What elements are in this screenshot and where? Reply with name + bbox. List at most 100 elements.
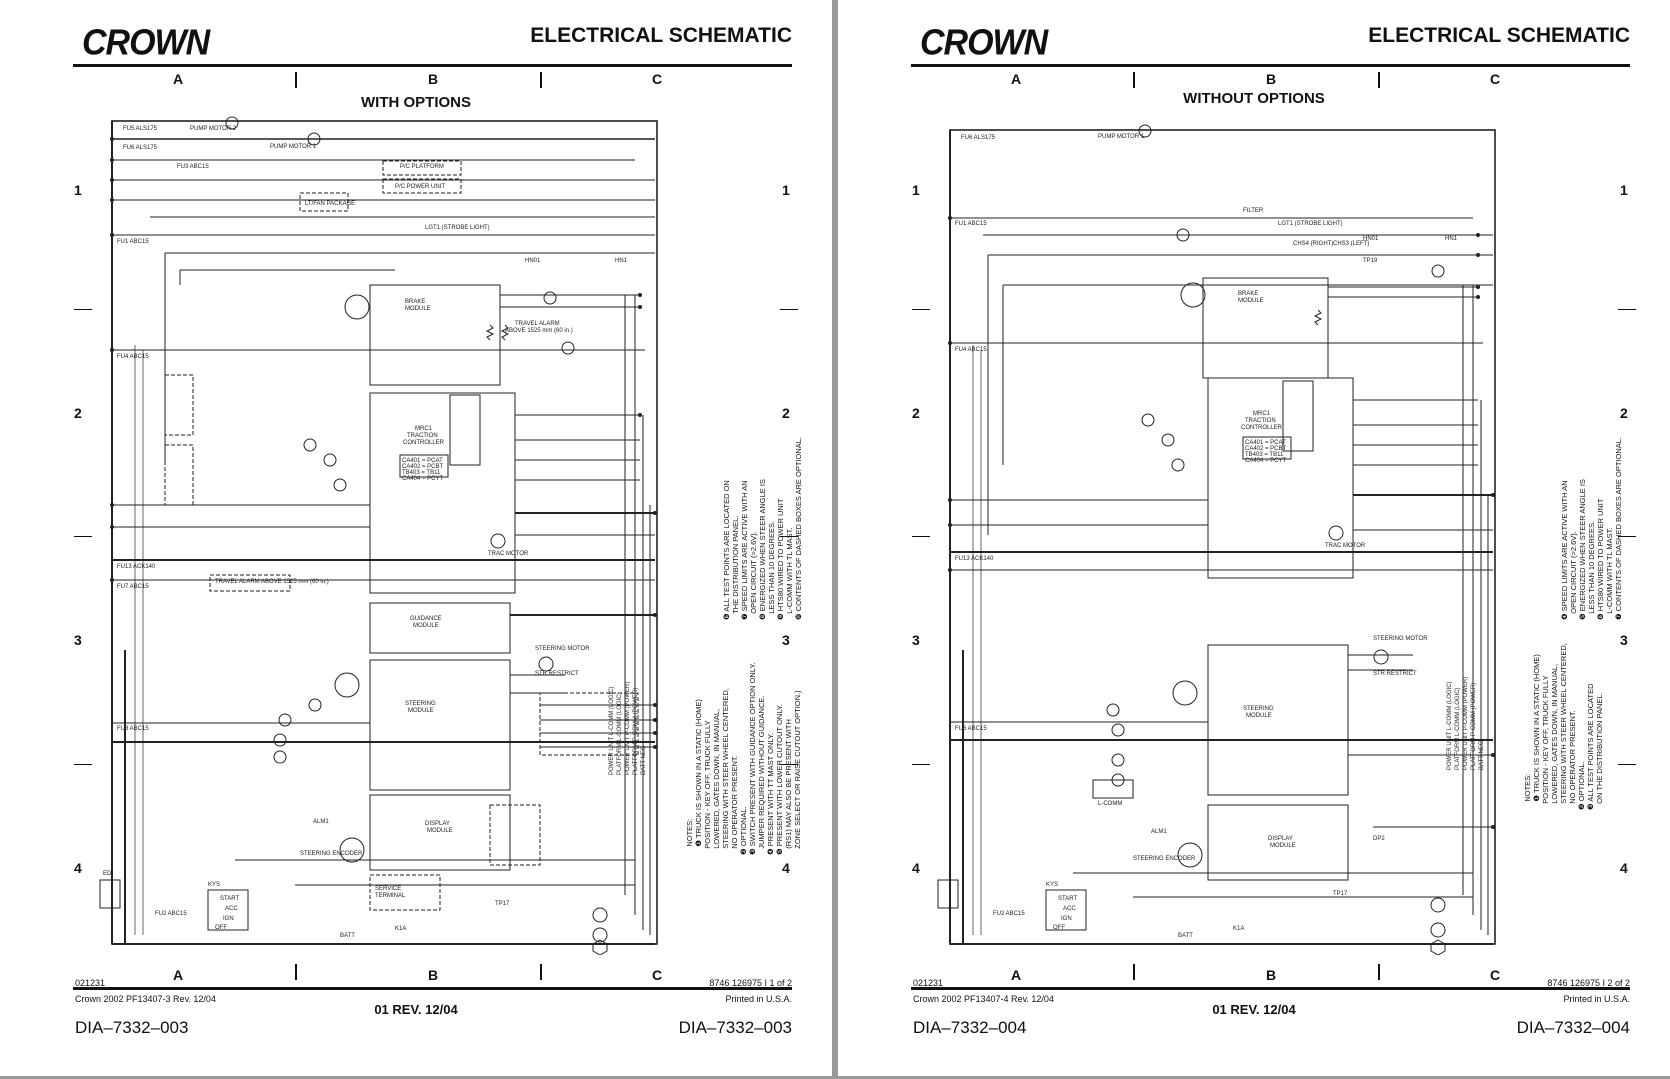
column-label-a: A [172, 71, 184, 87]
svg-text:TP17: TP17 [1333, 891, 1348, 897]
svg-text:HN1: HN1 [615, 258, 628, 264]
svg-text:TERMINAL: TERMINAL [375, 893, 406, 899]
notes-label: NOTES: [685, 818, 694, 847]
svg-text:HN01: HN01 [525, 258, 541, 264]
svg-text:CONTROLLER: CONTROLLER [403, 440, 445, 446]
column-label-a: A [172, 967, 184, 983]
column-label-c: C [1489, 967, 1501, 983]
svg-text:STEERING ENCODER: STEERING ENCODER [300, 851, 363, 857]
column-label-b: B [427, 71, 439, 87]
doc-code: 021231 [75, 978, 106, 988]
svg-text:FU4 ABC15: FU4 ABC15 [955, 347, 987, 353]
column-divider [1133, 72, 1135, 88]
row-label-2-right: 2 [1620, 405, 1628, 421]
svg-text:HN01: HN01 [1363, 236, 1379, 242]
svg-text:CA401 = PCAT: CA401 = PCAT [402, 458, 443, 464]
svg-text:DISPLAY: DISPLAY [1268, 836, 1293, 842]
row-label-2: 2 [912, 405, 920, 421]
svg-text:LGT1 (STROBE LIGHT): LGT1 (STROBE LIGHT) [425, 225, 490, 231]
svg-text:CA404 = PCYT: CA404 = PCYT [1245, 458, 1287, 464]
svg-text:CONTROLLER: CONTROLLER [1241, 425, 1283, 431]
svg-text:ED: ED [103, 871, 112, 877]
svg-text:KYS: KYS [208, 882, 220, 888]
crown-logo: CROWN [920, 23, 1048, 63]
svg-text:OFF: OFF [1053, 925, 1065, 931]
svg-text:POWER UNIT P-COMM (POWER): POWER UNIT P-COMM (POWER) [625, 682, 631, 775]
svg-text:TRAVEL ALARM: TRAVEL ALARM [515, 321, 560, 327]
svg-text:CA402 = PCBT: CA402 = PCBT [1245, 446, 1287, 452]
schematic-page-1: CROWN ELECTRICAL SCHEMATIC A B C WITH OP… [0, 0, 832, 1076]
svg-text:L-COMM: L-COMM [1098, 801, 1122, 807]
row-divider [912, 764, 930, 765]
row-divider [1618, 309, 1636, 310]
svg-text:IGN: IGN [1061, 916, 1072, 922]
svg-text:FU2 ABC15: FU2 ABC15 [993, 911, 1025, 917]
svg-text:LT/FAN PACKAGE: LT/FAN PACKAGE [305, 201, 355, 207]
svg-text:ACC: ACC [1063, 906, 1076, 912]
header-rule [911, 64, 1630, 67]
schematic-subtitle: WITHOUT OPTIONS [1183, 90, 1325, 107]
svg-text:TB403 = TB11: TB403 = TB11 [1245, 452, 1284, 458]
svg-text:DISPLAY: DISPLAY [425, 821, 450, 827]
column-divider [295, 964, 297, 980]
row-divider [74, 764, 92, 765]
svg-text:POWER UNIT L-COMM (LOGIC): POWER UNIT L-COMM (LOGIC) [609, 686, 615, 775]
svg-text:START: START [1058, 896, 1077, 902]
svg-text:TB403 = TB11: TB403 = TB11 [402, 470, 441, 476]
svg-text:FU5 ALS175: FU5 ALS175 [123, 126, 158, 132]
row-divider [74, 309, 92, 310]
svg-text:TP17: TP17 [495, 901, 510, 907]
svg-text:FU6 ALS175: FU6 ALS175 [961, 135, 996, 141]
row-label-1: 1 [912, 182, 920, 198]
svg-text:CHS4 (RIGHT): CHS4 (RIGHT) [1293, 241, 1333, 247]
row-divider [1618, 764, 1636, 765]
svg-text:MRC1: MRC1 [415, 426, 433, 432]
row-divider [912, 536, 930, 537]
copyright-text: Crown 2002 PF13407-3 Rev. 12/04 [75, 994, 216, 1004]
footer-rule [73, 987, 792, 990]
row-label-3-right: 3 [1620, 632, 1628, 648]
copyright-text: Crown 2002 PF13407-4 Rev. 12/04 [913, 994, 1054, 1004]
row-label-3-right: 3 [782, 632, 790, 648]
svg-text:ALM1: ALM1 [313, 819, 329, 825]
svg-text:LGT1 (STROBE LIGHT): LGT1 (STROBE LIGHT) [1278, 221, 1343, 227]
column-label-c: C [651, 71, 663, 87]
svg-text:TP19: TP19 [1363, 258, 1378, 264]
diagram-number-left: DIA–7332–004 [913, 1018, 1027, 1037]
svg-text:OFF: OFF [215, 925, 227, 931]
svg-text:KYS: KYS [1046, 882, 1058, 888]
svg-text:K1A: K1A [395, 926, 406, 932]
row-divider [780, 309, 798, 310]
svg-text:PUMP MOTOR 1: PUMP MOTOR 1 [1098, 134, 1145, 140]
svg-text:START: START [220, 896, 239, 902]
svg-text:POWER UNIT P-COMM (POWER): POWER UNIT P-COMM (POWER) [1463, 677, 1469, 770]
svg-text:BATT NEG: BATT NEG [641, 745, 647, 775]
column-divider [1378, 964, 1380, 980]
svg-text:FU13 ACK140: FU13 ACK140 [117, 564, 156, 570]
column-divider [540, 964, 542, 980]
svg-text:ACC: ACC [225, 906, 238, 912]
svg-text:FU1 ABC15: FU1 ABC15 [117, 239, 149, 245]
electrical-schematic-diagram: FU6 ALS175 PUMP MOTOR 1 FU1 ABC15 FILTER… [937, 124, 1496, 955]
row-label-3: 3 [912, 632, 920, 648]
svg-text:STR RESTRICT: STR RESTRICT [535, 671, 579, 677]
svg-text:PUMP MOTOR 2: PUMP MOTOR 2 [190, 126, 237, 132]
crown-logo: CROWN [82, 23, 210, 63]
row-divider [1618, 536, 1636, 537]
svg-text:FILTER: FILTER [1243, 208, 1264, 214]
svg-text:CA402 = PCBT: CA402 = PCBT [402, 464, 444, 470]
notes-column-2: ❻ ALL TEST POINTS ARE LOCATED ON THE DIS… [722, 436, 803, 620]
column-divider [1133, 964, 1135, 980]
svg-text:MODULE: MODULE [413, 623, 439, 629]
svg-text:P/C PLATFORM: P/C PLATFORM [400, 164, 444, 170]
revision-label: 01 REV. 12/04 [374, 1002, 458, 1017]
diagram-number-right: DIA–7332–004 [1516, 1018, 1630, 1037]
row-label-4-right: 4 [1620, 860, 1628, 876]
row-label-4: 4 [74, 860, 82, 876]
row-label-1-right: 1 [782, 182, 790, 198]
svg-text:FU2 ABC15: FU2 ABC15 [155, 911, 187, 917]
column-label-b: B [1265, 71, 1277, 87]
svg-text:BRAKE: BRAKE [405, 299, 425, 305]
row-divider [74, 536, 92, 537]
diagram-number-left: DIA–7332–003 [75, 1018, 189, 1037]
